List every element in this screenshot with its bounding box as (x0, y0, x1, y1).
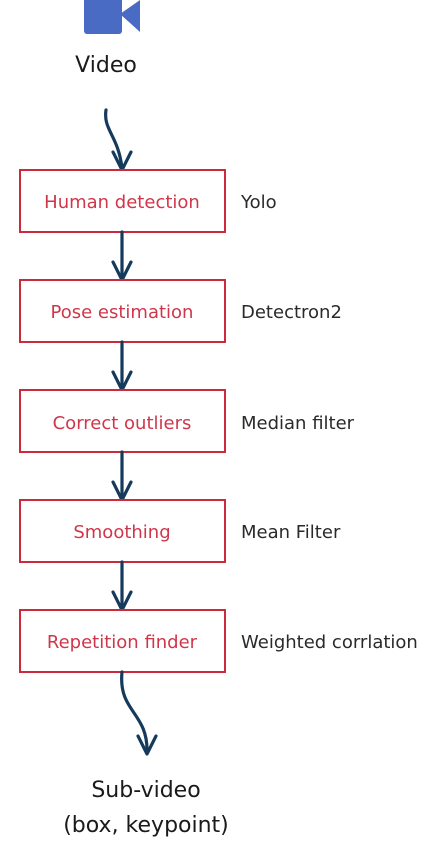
step-box (19, 389, 226, 453)
output-label-line2: (box, keypoint) (63, 813, 229, 838)
output-arrow (120, 670, 158, 756)
step-label: Pose estimation (51, 302, 194, 323)
step-tool: Detectron2 (241, 302, 342, 323)
arrow-3-4 (111, 450, 133, 502)
step-label: Smoothing (73, 522, 170, 543)
step-label: Repetition finder (47, 632, 198, 653)
arrow-2-3 (111, 340, 133, 392)
step-4: Smoothing Mean Filter (19, 499, 341, 563)
step-label: Correct outliers (53, 413, 192, 434)
step-tool: Median filter (241, 413, 355, 434)
step-tool: Yolo (240, 192, 277, 213)
step-3: Correct outliers Median filter (19, 389, 355, 453)
step-5: Repetition finder Weighted corrlation (19, 609, 418, 673)
video-camera-icon (84, 0, 140, 34)
output-label-line1: Sub-video (91, 778, 200, 803)
step-1: Human detection Yolo (19, 169, 277, 233)
step-box (19, 169, 226, 233)
step-box (19, 279, 226, 343)
input-label: Video (75, 53, 137, 78)
arrow-1-2 (111, 230, 133, 282)
arrow-4-5 (111, 560, 133, 612)
step-box (19, 609, 226, 673)
step-2: Pose estimation Detectron2 (19, 279, 342, 343)
step-tool: Mean Filter (241, 522, 341, 543)
input-arrow (104, 108, 133, 172)
step-label: Human detection (44, 192, 200, 213)
step-tool: Weighted corrlation (241, 632, 418, 653)
